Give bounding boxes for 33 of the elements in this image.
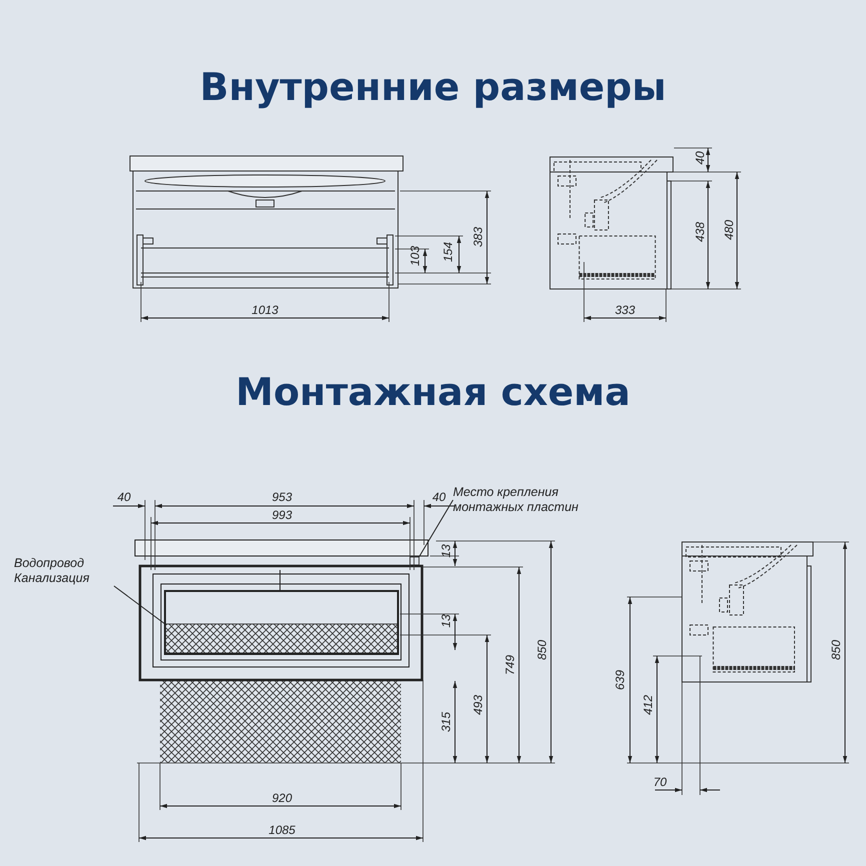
dimension-label: 40	[432, 491, 446, 503]
section-heading: Монтажная схема	[234, 373, 632, 411]
callout-label: Канализация	[14, 571, 90, 586]
dimension-label: 850	[830, 640, 842, 660]
leader-line	[114, 586, 166, 624]
dimension-label: 438	[694, 222, 706, 242]
dimension-label: 1013	[252, 304, 278, 316]
dimension-label: 154	[442, 242, 454, 262]
dimension-label: 480	[723, 220, 735, 240]
dimension-label: 1085	[268, 824, 296, 836]
dimension-label: 40	[694, 151, 706, 165]
dimension-label: 13	[440, 614, 452, 628]
pipe-zone-hatch	[164, 624, 398, 654]
section-heading: Внутренние размеры	[198, 68, 668, 106]
mounting-plate-mark	[410, 556, 420, 566]
dimension-label: 749	[504, 654, 516, 676]
dimension-label: 920	[272, 792, 292, 804]
dimension-label: 333	[614, 304, 636, 316]
dimension-label: 993	[272, 509, 292, 521]
dimension-label: 315	[440, 712, 452, 732]
dimension-label: 850	[536, 640, 548, 660]
dimension-label: 493	[472, 694, 484, 716]
dimension-label: 639	[614, 670, 626, 690]
dimension-label: 40	[117, 491, 131, 503]
leader-line	[418, 500, 454, 558]
dimension-label: 103	[409, 246, 421, 266]
dimension-label: 953	[272, 491, 292, 503]
dimension-label: 383	[472, 226, 484, 248]
dimension-label: 70	[653, 776, 667, 788]
callout-label: Водопровод	[14, 556, 86, 571]
dimension-label: 13	[440, 544, 452, 558]
dimension-label: 412	[642, 694, 654, 716]
callout-label: Место крепления монтажных пластин	[453, 485, 580, 515]
